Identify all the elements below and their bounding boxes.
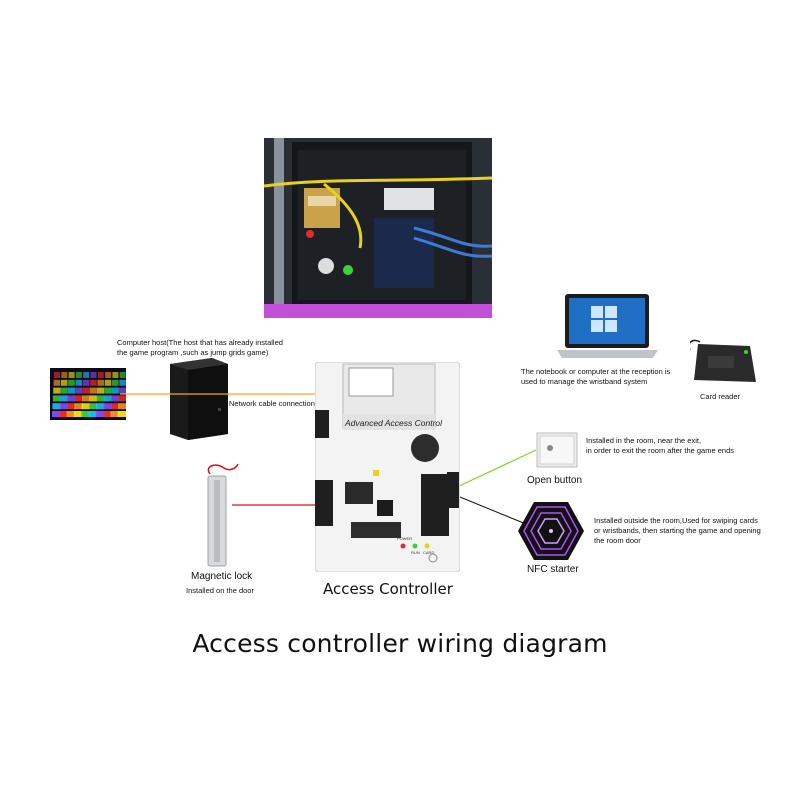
grid-cell — [88, 411, 98, 417]
reception-description-line2: used to manage the wristband system — [521, 377, 648, 387]
grid-cell — [68, 379, 75, 386]
grid-cell — [103, 403, 112, 410]
grid-cell — [105, 372, 112, 378]
grid-cell — [67, 395, 76, 402]
nfc-description-line1: Installed outside the room,Used for swip… — [594, 516, 758, 525]
led-label-power: POWER — [397, 536, 412, 541]
network-cable-label: Network cable connection — [229, 399, 315, 408]
grid-cell — [61, 372, 68, 378]
grid-cell — [54, 372, 60, 378]
open-button-label: Open button — [527, 475, 583, 486]
nfc-wire-line — [454, 494, 527, 525]
grid-cell — [73, 411, 83, 417]
led-label-run: RUN — [411, 550, 420, 555]
grid-cell — [75, 387, 83, 394]
grid-cell — [59, 403, 69, 410]
grid-cell — [82, 379, 90, 386]
host-description: Computer host(The host that has already … — [117, 338, 317, 358]
grid-cell — [118, 403, 126, 410]
led-label-card: CARD — [423, 550, 434, 555]
grid-cell — [111, 387, 119, 394]
grid-cell — [112, 372, 119, 378]
open-button-description-line2: in order to exit the room after the game… — [586, 446, 734, 456]
grid-cell — [60, 379, 68, 386]
board-text: Advanced Access Control — [344, 418, 443, 428]
grid-cell — [88, 403, 98, 410]
grid-cell — [67, 387, 75, 394]
grid-cell — [75, 379, 83, 386]
host-description-line1: Computer host(The host that has already … — [117, 338, 283, 347]
reception-description: The notebook or computer at the receptio… — [521, 367, 721, 387]
grid-cell — [110, 411, 120, 417]
grid-cell — [75, 372, 82, 378]
grid-cell — [81, 411, 91, 417]
host-description-line2: the game program ,such as jump grids gam… — [117, 348, 269, 358]
magnetic-lock-icon — [207, 463, 239, 567]
grid-cell — [110, 403, 120, 410]
grid-cell — [111, 395, 119, 402]
magnetic-lock-description: Installed on the door — [186, 586, 254, 595]
grid-cell — [112, 379, 119, 386]
grid-cell — [60, 395, 68, 402]
game-grid-image — [50, 368, 126, 420]
grid-cell — [83, 372, 90, 378]
grid-cell — [67, 403, 76, 410]
grid-cell — [53, 379, 61, 386]
computer-host-icon — [170, 358, 228, 440]
grid-cell — [117, 411, 126, 417]
grid-cell — [74, 403, 83, 410]
card-reader-label: Card reader — [700, 392, 741, 401]
enclosure-photo — [264, 138, 492, 318]
grid-cell — [118, 395, 126, 402]
grid-cell — [53, 387, 61, 394]
grid-cell — [119, 379, 126, 386]
open-button-icon — [536, 432, 578, 468]
page-title: Access controller wiring diagram — [192, 629, 608, 658]
grid-cell — [119, 372, 126, 378]
grid-cell — [82, 387, 90, 394]
grid-cell — [96, 395, 105, 402]
grid-cell — [66, 411, 76, 417]
access-controller-label: Access Controller — [323, 580, 453, 598]
grid-cell — [81, 403, 90, 410]
grid-cell — [103, 395, 112, 402]
grid-cell — [97, 379, 104, 386]
nfc-description: Installed outside the room,Used for swip… — [594, 516, 794, 546]
grid-cell — [89, 387, 97, 394]
nfc-description-line2: or wristbands, then starting the game an… — [594, 526, 761, 536]
reception-description-line1: The notebook or computer at the receptio… — [521, 367, 671, 376]
grid-cell — [104, 379, 112, 386]
grid-cell — [118, 387, 126, 394]
grid-cell — [103, 411, 113, 417]
grid-cell — [97, 372, 104, 378]
button-wire-line — [454, 449, 537, 489]
grid-cell — [60, 387, 68, 394]
grid-cell — [52, 395, 61, 402]
grid-cell — [97, 387, 105, 394]
grid-cell — [68, 372, 75, 378]
magnetic-lock-label: Magnetic lock — [191, 571, 253, 582]
grid-cell — [90, 372, 97, 378]
laptop-icon — [557, 294, 658, 358]
grid-cell — [52, 411, 61, 417]
grid-cell — [104, 387, 112, 394]
grid-cell — [82, 395, 90, 402]
grid-cell — [89, 395, 98, 402]
open-button-description: Installed in the room, near the exit, in… — [586, 436, 796, 456]
grid-cell — [96, 403, 105, 410]
nfc-starter-label: NFC starter — [527, 564, 579, 575]
grid-cell — [74, 395, 83, 402]
grid-cell — [59, 411, 69, 417]
grid-cell — [90, 379, 97, 386]
nfc-description-line3: the room door — [594, 536, 641, 546]
nfc-starter-icon — [518, 502, 584, 560]
card-reader-icon — [690, 339, 756, 382]
grid-cell — [52, 403, 61, 410]
grid-cell — [95, 411, 105, 417]
open-button-description-line1: Installed in the room, near the exit, — [586, 436, 702, 445]
access-controller-board: Advanced Access Control POWER RUN CARD — [315, 362, 460, 572]
